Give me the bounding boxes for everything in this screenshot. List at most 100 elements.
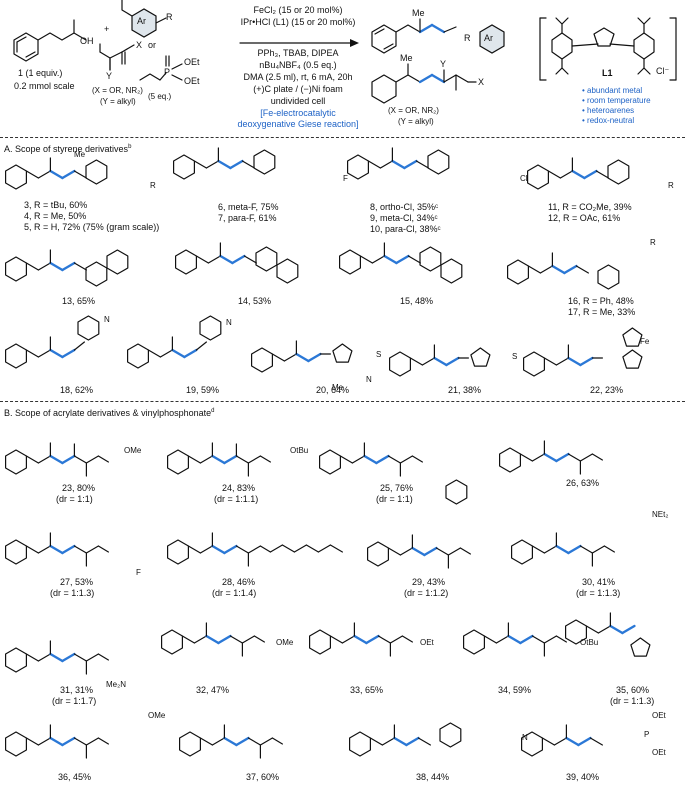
caption-cpd38: 38, 44% — [416, 772, 450, 782]
cpd25-bond — [351, 455, 365, 464]
cpd33-bond — [389, 635, 403, 644]
cpd3-aryl — [85, 159, 108, 185]
cpd8-new-bond — [391, 159, 406, 170]
caption-cpd20: 20, 64% — [316, 385, 350, 395]
cpd19-pyridine — [199, 315, 222, 341]
cpd37-phenyl — [179, 731, 201, 757]
cpd11-bond — [547, 170, 562, 179]
cpd14-new-bond — [219, 254, 234, 265]
prod-ynote: (Y = alkyl) — [398, 117, 434, 126]
lbl-me-3: Me — [74, 150, 86, 159]
cpd32-new-bond — [205, 634, 220, 645]
cpd20-thiazole — [332, 343, 353, 363]
cpd38-new-bond — [405, 736, 420, 747]
cpd32-bond — [181, 635, 195, 644]
condition-7: undivided cell — [270, 96, 326, 106]
cpd33-new-bond — [365, 634, 380, 645]
lbl-oet-33: OEt — [420, 638, 434, 647]
lbl-n-19: N — [226, 318, 232, 327]
cpd18-new-bond — [49, 348, 64, 359]
cpd38-bond — [381, 737, 395, 746]
section-b-title: B. Scope of acrylate derivatives & vinyl… — [4, 408, 215, 418]
lbl-n-38: N — [522, 733, 528, 742]
cpd20-new-bond — [295, 352, 310, 363]
cpd28-alkyl — [329, 544, 343, 553]
cpd23-ester — [97, 455, 110, 463]
cpd27-new-bond — [49, 544, 64, 555]
caption-cpd32: 32, 47% — [196, 685, 230, 695]
caption-cpd39: 39, 40% — [566, 772, 600, 782]
cpd24-bond — [247, 455, 261, 464]
lbl-fe-22: Fe — [640, 337, 650, 346]
cpd25-bond — [399, 455, 413, 464]
cpd3-bond — [73, 170, 88, 179]
cpd20-bond — [283, 353, 297, 362]
cpd20-bond — [271, 353, 285, 362]
cpd36-new-bond — [49, 736, 64, 747]
lbl-n-20: N — [366, 375, 372, 384]
caption-cpd16: 16, R = Ph, 48% — [568, 296, 634, 306]
cpd3-bond — [25, 170, 40, 179]
caption-cpd29: 29, 43% — [412, 577, 446, 587]
cpd19-new-bond — [183, 348, 198, 359]
cpd35-lactone — [630, 637, 651, 657]
cpd23-phenyl — [4, 449, 27, 475]
cpd30-ester — [603, 545, 616, 553]
cpd27-bond — [85, 545, 100, 554]
y-note: (Y = alkyl) — [100, 97, 136, 106]
lbl-r-16: R — [650, 238, 656, 247]
cpd39-bond — [541, 737, 556, 746]
caption-cpd8: 8, ortho-Cl, 35%ᶜ — [370, 202, 439, 212]
cpd30-bond — [591, 545, 606, 554]
l1-chloride: Cl⁻ — [656, 66, 670, 76]
cpd13-bond — [37, 262, 52, 271]
cpd18-bond — [37, 349, 52, 358]
cpd38-phenyl — [349, 731, 371, 757]
cpd37-bond — [199, 737, 213, 746]
caption-cpd36: 36, 45% — [58, 772, 92, 782]
cpd27-new-bond — [61, 544, 76, 555]
header-structures — [13, 0, 677, 104]
cpd11-bond — [595, 170, 610, 179]
cpd11-phenyl — [526, 164, 550, 190]
cpd30-new-bond — [555, 544, 570, 555]
caption-cpd25: 25, 76% — [380, 483, 414, 493]
lbl-p-39: P — [644, 730, 650, 739]
cpd6-bond — [193, 160, 207, 169]
caption-cpd24: 24, 83% — [222, 483, 256, 493]
lbl-ome-36: OMe — [148, 711, 166, 720]
cpd26-bond — [579, 453, 594, 462]
cpd29-phenyl — [367, 541, 389, 567]
cpd30-phenyl — [511, 539, 534, 565]
cpd25-bond — [339, 455, 353, 464]
cpd29-bond — [435, 547, 449, 556]
cpd8-bond — [415, 160, 429, 169]
cpd33-bond — [341, 635, 355, 644]
cpd31-bond — [37, 653, 52, 662]
cpd39-new-bond — [577, 736, 592, 747]
cpd8-aryl — [427, 149, 450, 175]
cpd18-bond — [25, 349, 40, 358]
cpd16-bond — [575, 265, 590, 274]
x-label: X — [136, 40, 143, 50]
cpd6-aryl — [253, 149, 276, 175]
cpd11-aryl — [607, 159, 630, 185]
cpd6-bond — [241, 160, 255, 169]
sm1-scale: 0.2 mmol scale — [14, 81, 75, 91]
condition-2: IPr•HCl (L1) (15 or 20 mol%) — [240, 17, 356, 27]
cpd15-bond — [371, 255, 385, 264]
feature-3: • heteroarenes — [582, 106, 635, 115]
cpd23-bond — [73, 455, 88, 464]
cpd14-ring2 — [276, 258, 299, 284]
lbl-r-3: R — [150, 181, 156, 190]
cpd22-bond — [543, 357, 558, 366]
cpd22-cp-bottom — [622, 349, 643, 369]
cpd16-phenyl — [507, 259, 530, 285]
caption-cpd3: 3, R = tBu, 60% — [24, 200, 88, 210]
cpd36-bond — [25, 737, 40, 746]
cpd15-bond — [359, 255, 373, 264]
cpd22-new-bond — [567, 356, 582, 367]
cpd37-bond — [247, 737, 261, 746]
cpd39-bond — [553, 737, 568, 746]
cpd34-phenyl — [463, 629, 485, 655]
